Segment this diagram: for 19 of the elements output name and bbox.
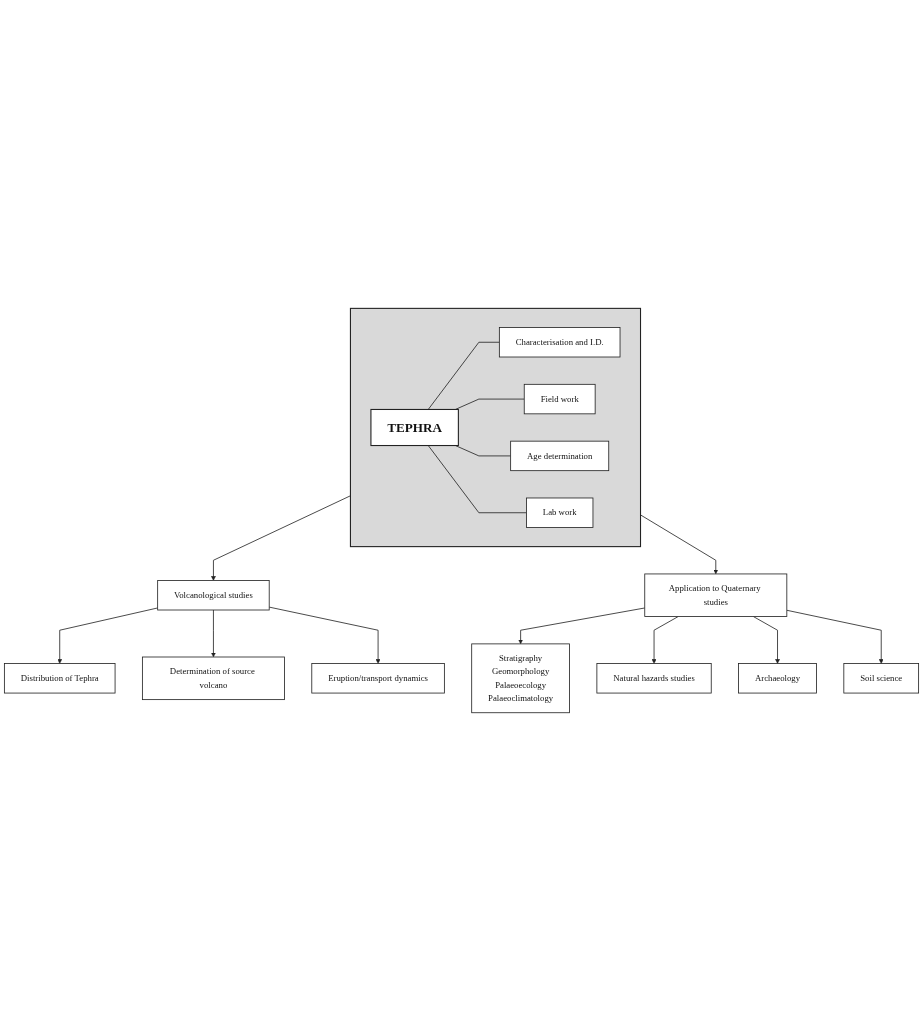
node-box: Application to Quaternary studies (644, 573, 788, 618)
node-box: Age determination (510, 441, 610, 472)
node-box: Characterisation and I.D. (498, 327, 621, 358)
cluster (349, 308, 642, 548)
connector (455, 445, 512, 457)
node-box: Eruption/transport dynamics (311, 663, 445, 694)
node-box: Lab work (526, 498, 594, 529)
node-box: Volcanological studies (157, 580, 270, 611)
node-box: TEPHRA (370, 409, 459, 447)
node-box: Determination of source volcano (142, 657, 285, 701)
connector (427, 445, 527, 514)
node-box: Soil science (843, 663, 920, 694)
node-box: Natural hazards studies (596, 663, 712, 694)
connector (455, 399, 525, 411)
connector (427, 342, 500, 411)
node-box: Field work (523, 384, 596, 415)
node-box: Archaeology (738, 663, 817, 694)
node-box: Stratigraphy Geomorphology Palaeoecology Palaeoclimatology (471, 643, 570, 714)
node-box: Distribution of Tephra (3, 663, 116, 694)
